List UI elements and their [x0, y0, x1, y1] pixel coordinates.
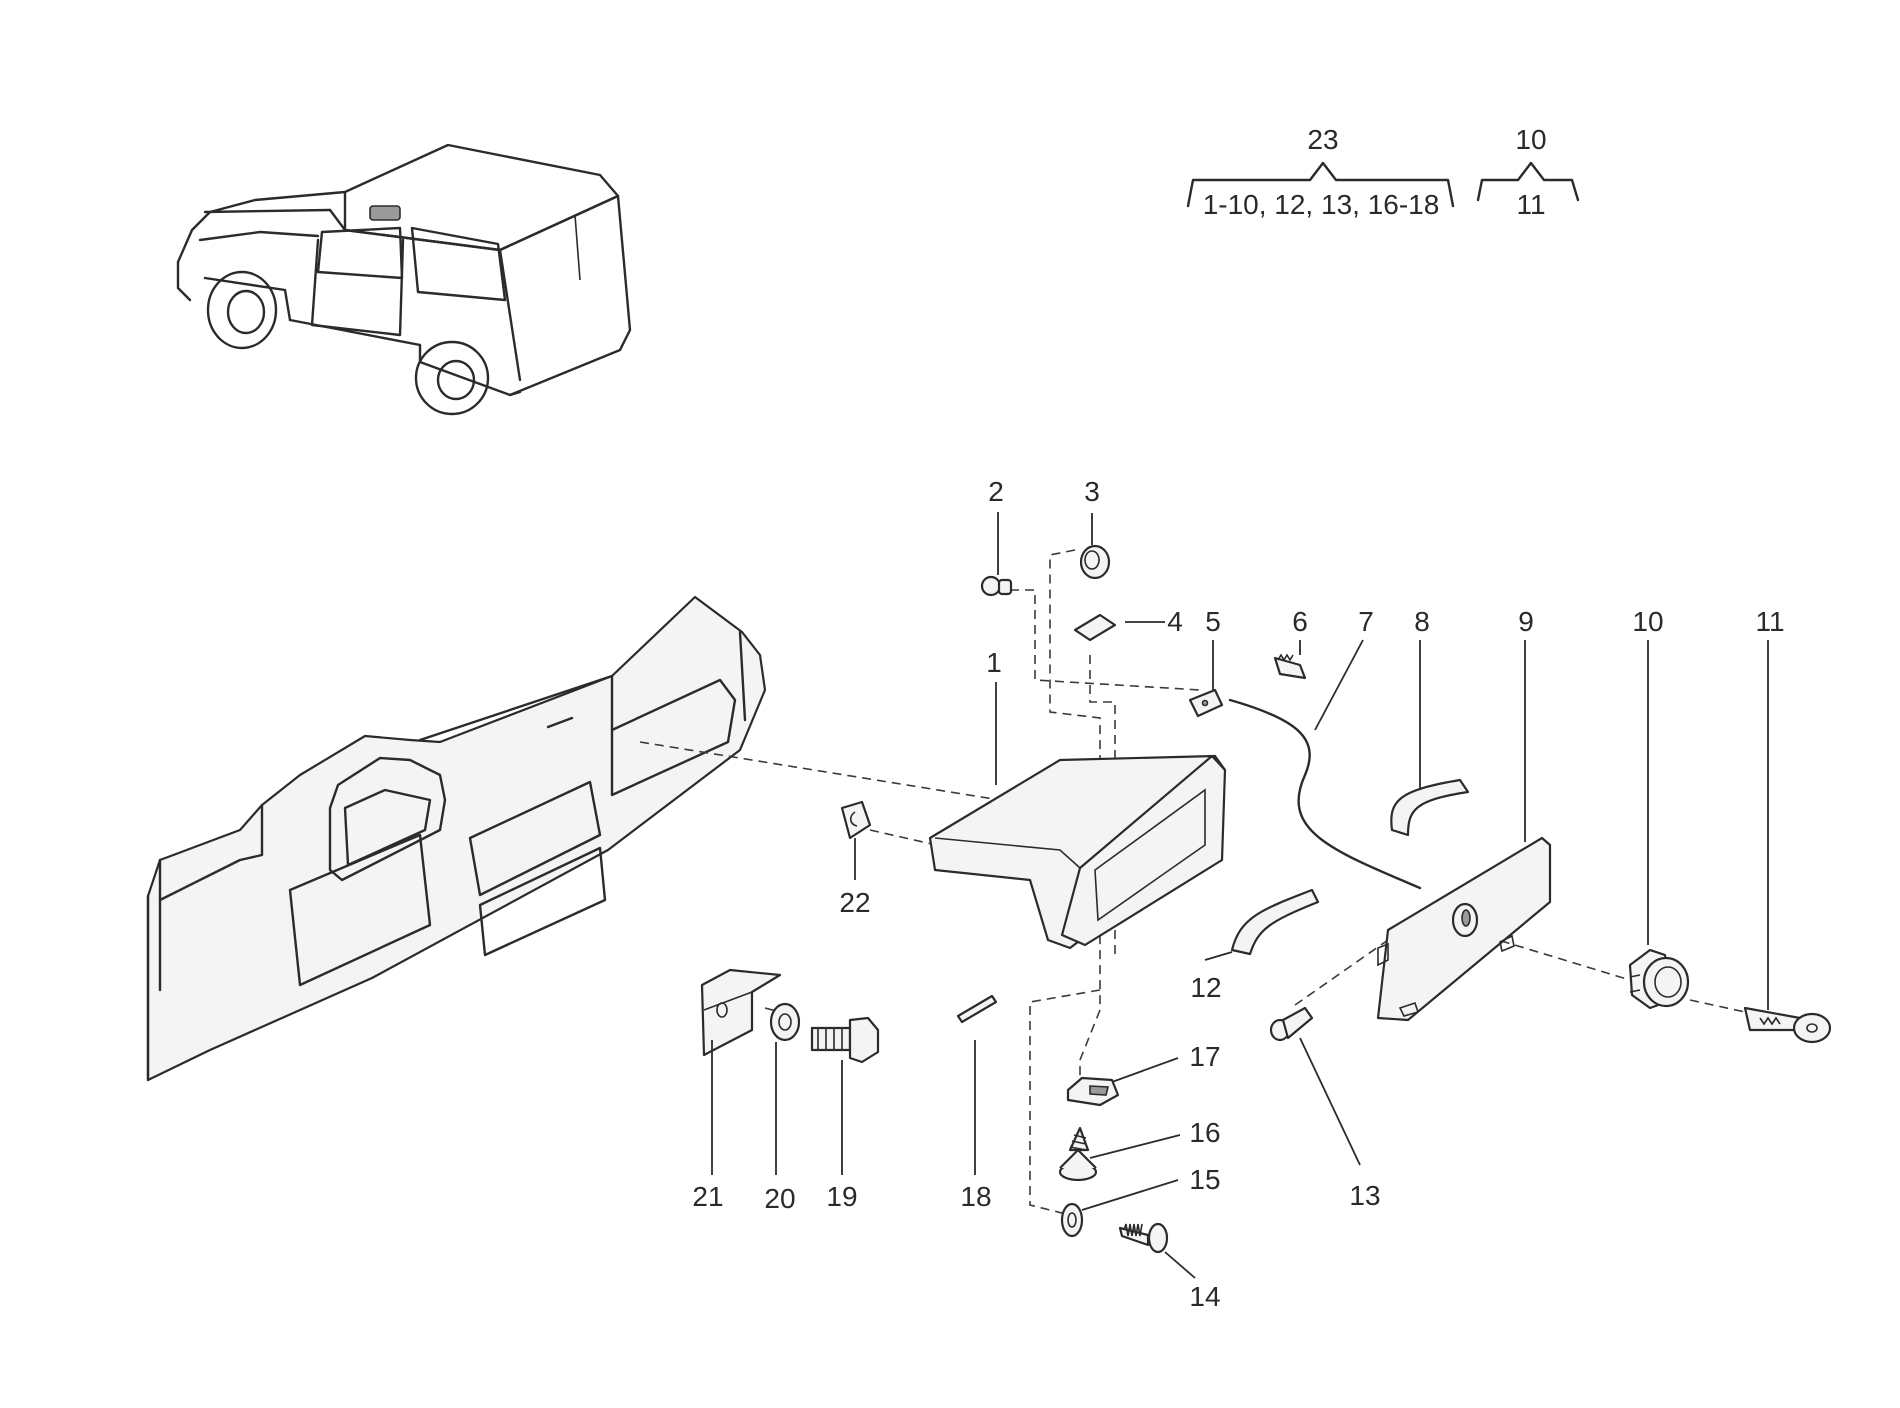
- callout-22: 22: [839, 887, 870, 918]
- callout-numbers: 2 3 4 5 6 7 8 9 10 11 1 22 12 13 17 16 1…: [692, 476, 1784, 1312]
- washer-icon: [769, 1002, 801, 1042]
- bracket-icon: [1066, 1076, 1120, 1107]
- push-rivet-icon: [980, 575, 1013, 597]
- callout-10: 10: [1632, 606, 1663, 637]
- key-icon: [1743, 1006, 1832, 1044]
- lock-cylinder-icon: [1628, 948, 1690, 1010]
- cable-icon: [1228, 698, 1422, 890]
- assembly-10-label: 10: [1515, 124, 1546, 155]
- callout-9: 9: [1518, 606, 1534, 637]
- callout-4: 4: [1167, 606, 1183, 637]
- assembly-lines: [639, 549, 1746, 1216]
- callout-21: 21: [692, 1181, 723, 1212]
- clip-icon: [1188, 688, 1224, 718]
- callout-8: 8: [1414, 606, 1430, 637]
- callout-13: 13: [1349, 1180, 1380, 1211]
- callout-6: 6: [1292, 606, 1308, 637]
- callout-20: 20: [764, 1183, 795, 1214]
- callout-12: 12: [1190, 972, 1221, 1003]
- assembly-23-label: 23: [1307, 124, 1338, 155]
- bolt-icon: [810, 1016, 880, 1064]
- assembly-group-10: 10 11: [1476, 124, 1580, 220]
- mounting-bracket-icon: [700, 968, 782, 1057]
- assembly-group-23: 23 1-10, 12, 13, 16-18: [1186, 124, 1455, 220]
- callout-18: 18: [960, 1181, 991, 1212]
- callout-5: 5: [1205, 606, 1221, 637]
- hinge-strap-upper-icon: [1390, 778, 1470, 837]
- glove-box-lid-icon: [1376, 836, 1552, 1022]
- callout-16: 16: [1189, 1117, 1220, 1148]
- callout-1: 1: [986, 647, 1002, 678]
- callout-3: 3: [1084, 476, 1100, 507]
- callout-14: 14: [1189, 1281, 1220, 1312]
- screw-icon: [1118, 1222, 1169, 1254]
- assembly-23-members: 1-10, 12, 13, 16-18: [1203, 189, 1440, 220]
- dashboard-icon: [146, 595, 767, 1082]
- callout-7: 7: [1358, 606, 1374, 637]
- callout-11: 11: [1755, 606, 1784, 637]
- retaining-clip-icon: [840, 800, 872, 840]
- striker-plate-icon: [1073, 613, 1117, 642]
- clip-nut-icon: [1060, 1202, 1084, 1238]
- callout-17: 17: [1189, 1041, 1220, 1072]
- callout-15: 15: [1189, 1164, 1220, 1195]
- suv-vehicle-icon: [176, 143, 632, 416]
- latch-icon: [1273, 653, 1307, 680]
- glove-box-housing-icon: [928, 754, 1227, 950]
- callout-2: 2: [988, 476, 1004, 507]
- callout-19: 19: [826, 1181, 857, 1212]
- rubber-bumper-icon: [1079, 544, 1111, 580]
- hinge-strap-lower-icon: [1230, 888, 1320, 956]
- assembly-10-members: 11: [1516, 189, 1545, 220]
- rod-icon: [956, 994, 998, 1024]
- leader-lines: [711, 512, 1769, 1279]
- hinge-pin-icon: [1269, 1006, 1314, 1042]
- tapping-screw-icon: [1058, 1126, 1098, 1182]
